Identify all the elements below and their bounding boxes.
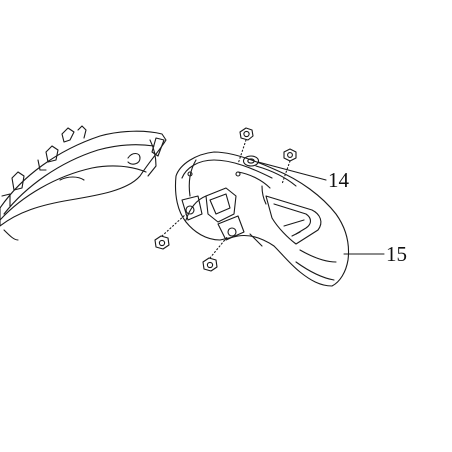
callout-label-14: 14 <box>328 168 349 192</box>
leader-14 <box>257 161 327 181</box>
nut-right <box>283 148 297 162</box>
nut-top <box>239 127 254 141</box>
body-side-cover <box>0 125 167 241</box>
callout-label-15: 15 <box>386 242 407 266</box>
hardware-fasteners <box>154 127 297 272</box>
nut-lower-center <box>202 257 218 272</box>
rear-fender <box>174 151 350 287</box>
callout-leaders <box>257 161 385 255</box>
nut-lower-left <box>154 235 170 250</box>
washer-14 <box>242 155 260 167</box>
